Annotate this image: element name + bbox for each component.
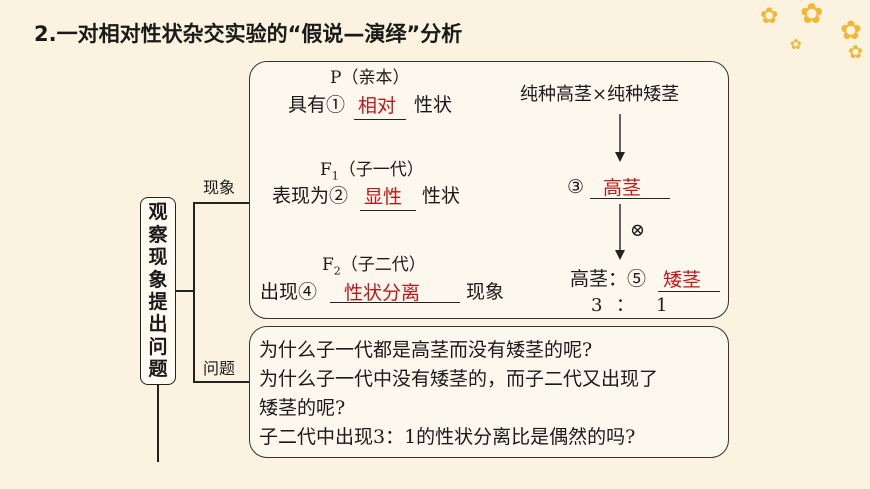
answer-1-blank <box>354 119 406 120</box>
question-3: 子二代中出现3：1的性状分离比是偶然的吗? <box>259 426 636 448</box>
ratio-right: 1 <box>656 295 668 316</box>
p-prefix: 具有① <box>288 94 346 116</box>
f1-suffix: 性状 <box>422 185 461 207</box>
selfing-symbol: ⊗ <box>630 220 646 241</box>
flower-decoration: ✿ <box>840 16 862 46</box>
answer-5-blank <box>658 291 720 292</box>
ratio-left: 3 <box>591 295 603 316</box>
cross-parents: 纯种高茎×纯种矮茎 <box>520 84 680 105</box>
page-title: 2.一对相对性状杂交实验的“假说—演绎”分析 <box>34 22 463 46</box>
answer-1: 相对 <box>358 95 397 117</box>
phenomenon-box <box>249 61 729 319</box>
arrow-down-icon <box>615 204 625 260</box>
ratio-colon: ： <box>616 295 634 316</box>
vertical-char: 出 <box>148 313 168 336</box>
vertical-char: 问 <box>148 335 168 358</box>
ratio-prefix: 高茎：⑤ <box>570 268 647 290</box>
item-3-label: ③ <box>567 176 585 198</box>
connector-line <box>193 202 195 382</box>
question-2-cont: 矮茎的呢? <box>259 397 346 419</box>
flower-decoration: ✿ <box>790 37 802 53</box>
flower-decoration: ✿ <box>848 42 864 63</box>
branch-label-phenomenon: 现象 <box>203 178 236 197</box>
answer-4: 性状分离 <box>344 282 421 304</box>
flower-decoration: ✿ <box>800 0 824 30</box>
connector-line <box>193 202 249 204</box>
connector-line <box>176 290 193 292</box>
connector-line <box>193 381 249 383</box>
f2-prefix: 出现④ <box>260 281 318 303</box>
flower-decoration: ✿ <box>760 4 779 29</box>
p-suffix: 性状 <box>414 94 453 116</box>
connector-line <box>157 385 159 462</box>
f1-header: F1（子一代） <box>320 160 424 183</box>
vertical-char: 提 <box>148 291 168 313</box>
vertical-char: 察 <box>148 223 168 246</box>
f2-header: F2（子二代） <box>322 255 426 278</box>
branch-label-question: 问题 <box>203 359 236 378</box>
question-2: 为什么子一代中没有矮茎的，而子二代又出现了 <box>259 368 659 390</box>
arrow-down-icon <box>615 114 625 162</box>
answer-3: 高茎 <box>603 177 642 199</box>
vertical-char: 现 <box>148 246 168 269</box>
f2-suffix: 现象 <box>466 281 505 303</box>
vertical-char: 象 <box>148 268 168 291</box>
observe-question-box: 观察现象提出问题 <box>140 197 176 385</box>
question-1: 为什么子一代都是高茎而没有矮茎的呢? <box>259 339 593 361</box>
vertical-char: 观 <box>148 201 168 224</box>
answer-2: 显性 <box>364 186 403 208</box>
answer-3-blank <box>590 198 670 199</box>
answer-2-blank <box>360 210 416 211</box>
f1-prefix: 表现为② <box>272 185 349 207</box>
vertical-char: 题 <box>148 358 168 381</box>
answer-5: 矮茎 <box>663 269 702 291</box>
p-header: P（亲本） <box>330 68 410 88</box>
questions-box <box>249 326 729 458</box>
answer-4-blank <box>330 302 460 303</box>
